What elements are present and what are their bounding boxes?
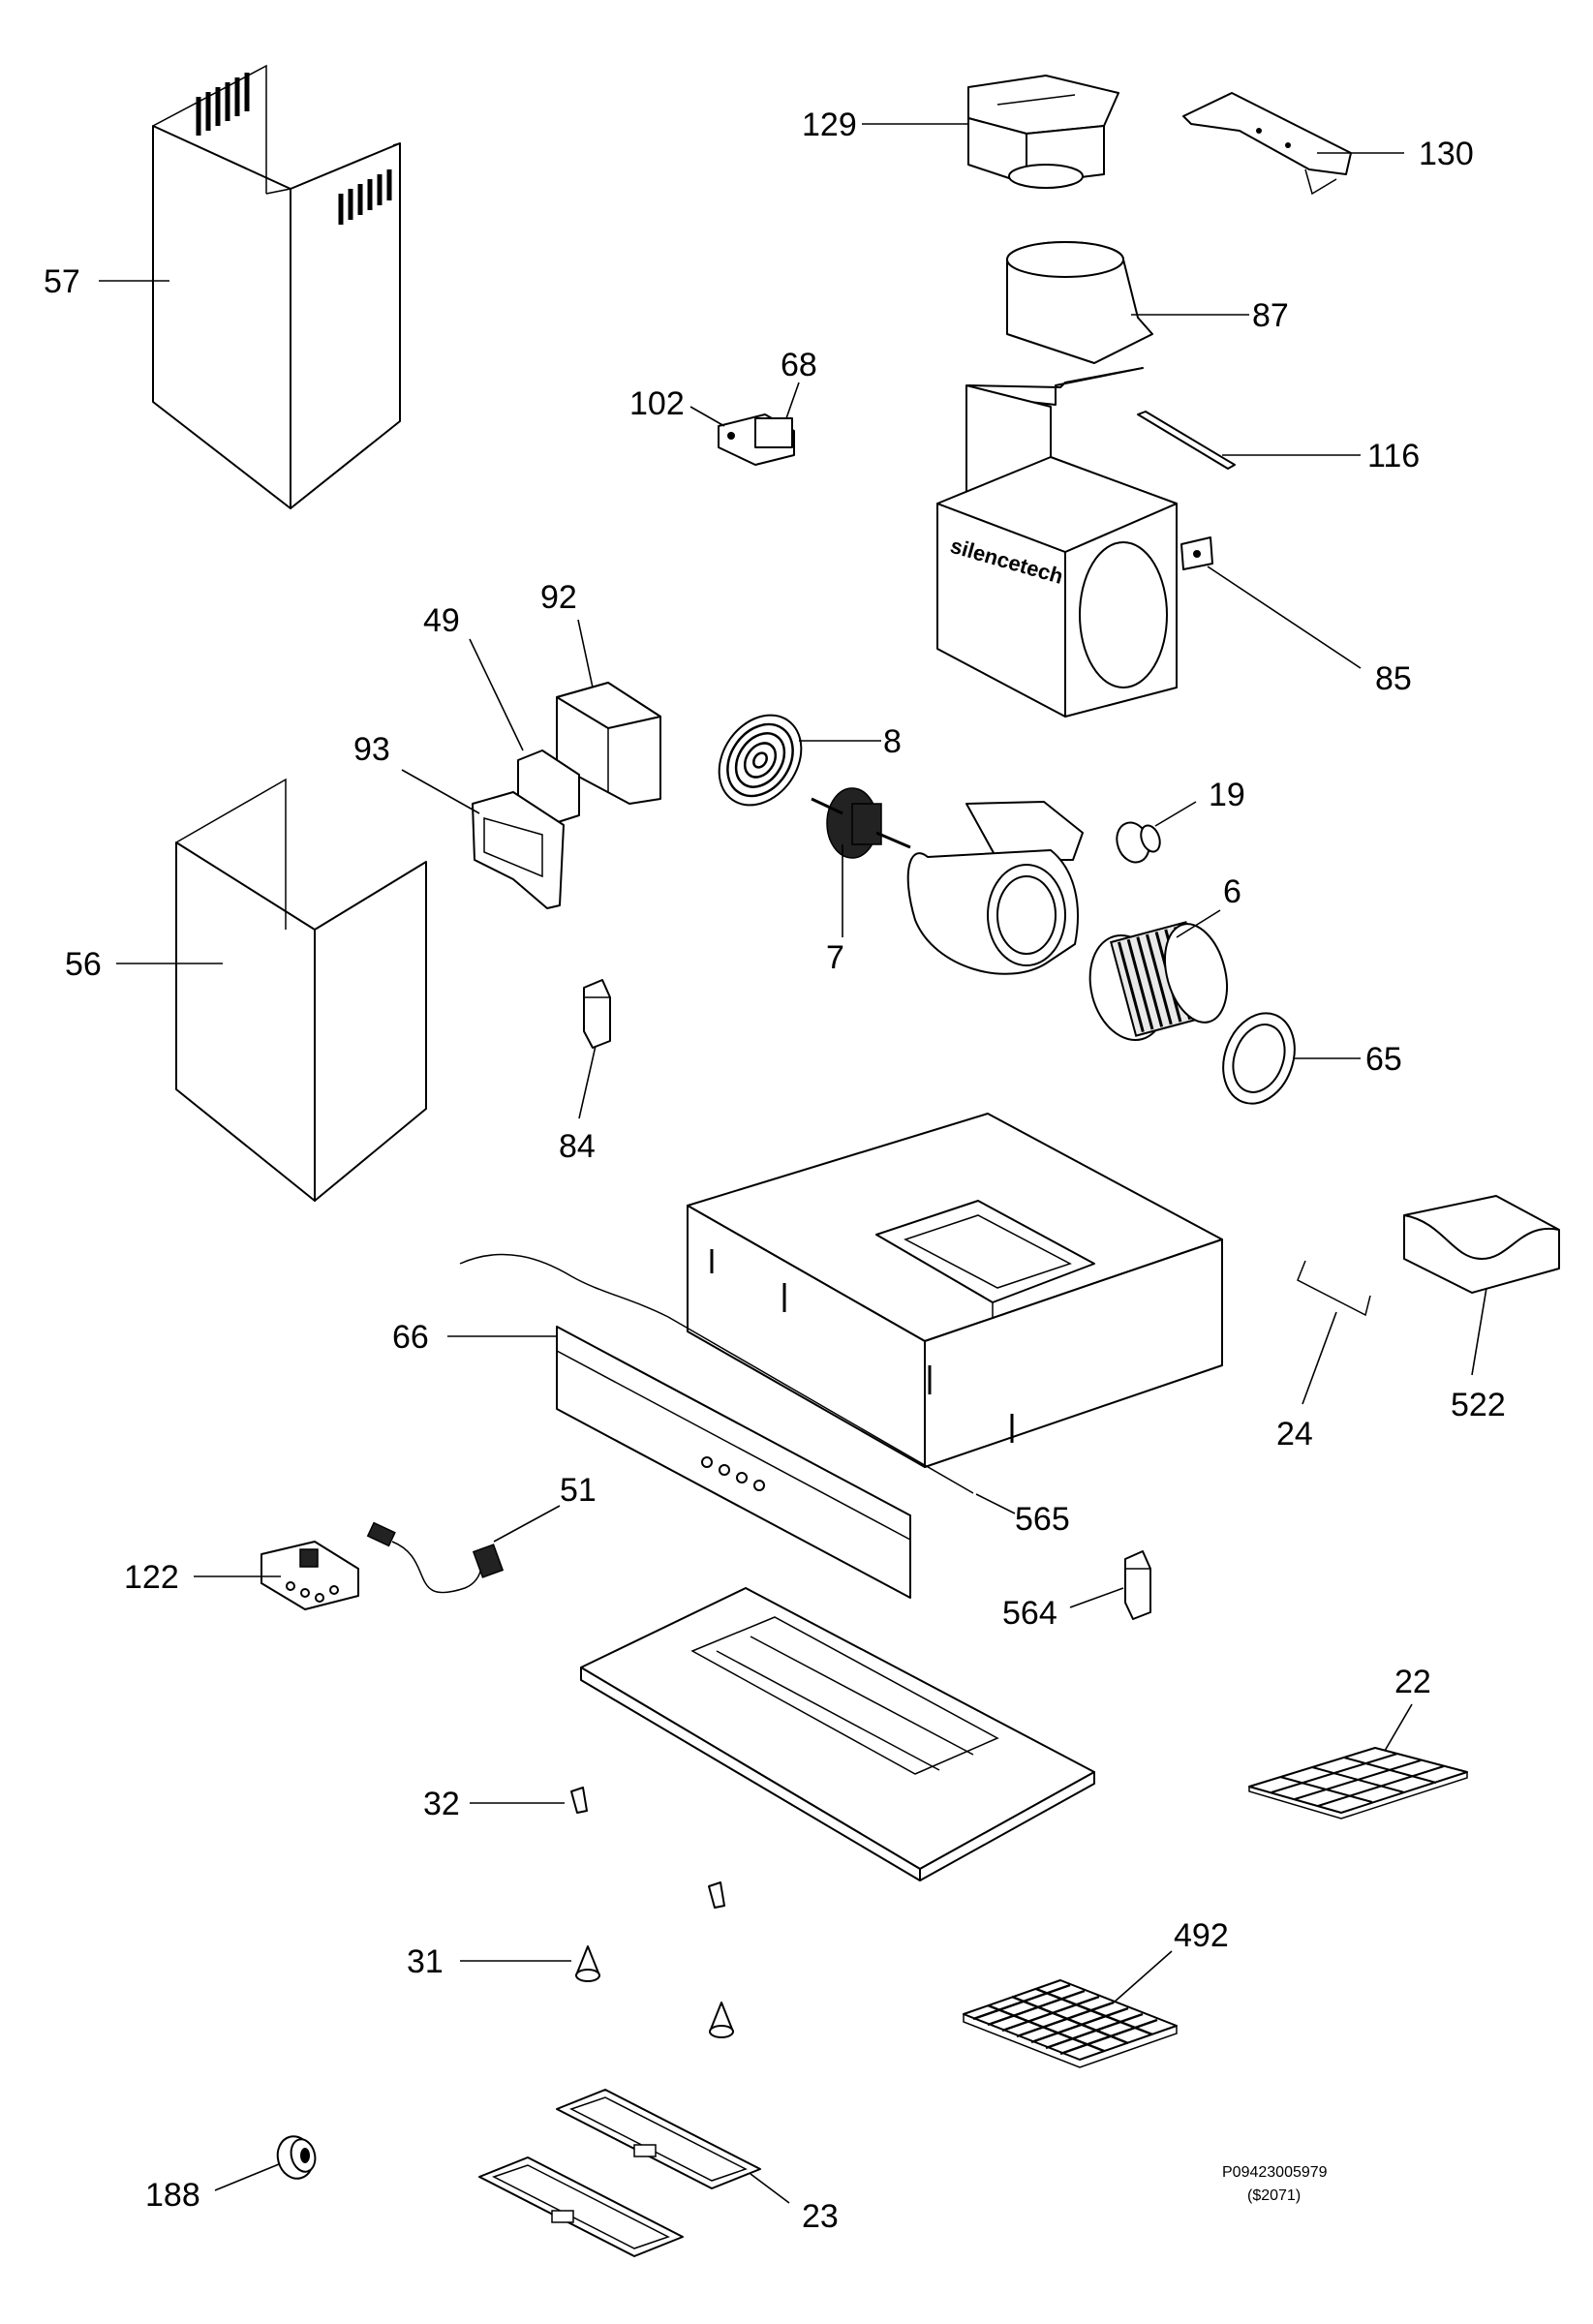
part-492-grid-filter <box>963 1979 1178 2068</box>
callout-8: 8 <box>883 723 902 760</box>
part-31-lamp <box>575 1945 600 1982</box>
callout-49: 49 <box>423 602 460 639</box>
part-65-ring <box>1222 1012 1296 1105</box>
callout-51: 51 <box>560 1472 597 1509</box>
callout-19: 19 <box>1209 777 1245 813</box>
callout-23: 23 <box>802 2198 839 2235</box>
callout-85: 85 <box>1375 660 1412 697</box>
part-7-motor <box>811 787 911 859</box>
callout-564: 564 <box>1002 1595 1057 1632</box>
part-blower-scroll <box>906 801 1084 975</box>
part-129-duct-connector <box>967 75 1119 189</box>
callout-122: 122 <box>124 1559 179 1596</box>
part-51-wire-harness <box>366 1521 505 1594</box>
callout-116: 116 <box>1367 438 1420 474</box>
callout-31: 31 <box>407 1943 444 1980</box>
part-85-clip <box>1180 536 1213 570</box>
part-bottom-pan <box>580 1587 1095 1881</box>
part-23-charcoal-filter-a <box>556 2089 761 2189</box>
callout-92: 92 <box>540 579 577 616</box>
part-19-capacitor <box>1116 821 1161 864</box>
callout-129: 129 <box>802 107 857 143</box>
part-56-lower-chimney <box>175 778 427 1202</box>
part-102-68-relay-bracket <box>718 413 795 466</box>
callout-6: 6 <box>1223 873 1241 910</box>
part-57-upper-chimney <box>152 64 401 509</box>
callout-130: 130 <box>1419 136 1474 172</box>
callout-93: 93 <box>353 731 390 768</box>
part-188-plug <box>276 2135 317 2180</box>
callout-22: 22 <box>1394 1664 1431 1700</box>
diagram-price: ($2071) <box>1247 2187 1301 2204</box>
callout-84: 84 <box>559 1128 596 1165</box>
part-22-grease-filter <box>1248 1747 1468 1819</box>
part-24-wire-clip <box>1297 1260 1371 1317</box>
callout-24: 24 <box>1276 1416 1313 1452</box>
part-blower-housing: silencetech <box>936 367 1178 718</box>
callout-68: 68 <box>781 347 817 383</box>
part-6-blower-wheel <box>1088 921 1228 1042</box>
callout-102: 102 <box>629 385 685 422</box>
part-522-recirculation-box <box>1403 1195 1560 1294</box>
diagram-code: P09423005979 <box>1222 2164 1328 2181</box>
callout-492: 492 <box>1174 1917 1229 1954</box>
callout-87: 87 <box>1252 297 1289 334</box>
part-130-bracket <box>1182 92 1352 196</box>
part-66-control-panel <box>556 1326 911 1599</box>
callout-565: 565 <box>1015 1501 1070 1538</box>
part-32-clip-b <box>708 1881 725 1909</box>
callout-57: 57 <box>44 263 80 300</box>
part-564-bulb-housing <box>1124 1550 1151 1620</box>
part-23-charcoal-filter-b <box>478 2156 684 2257</box>
part-32-clip <box>570 1787 588 1814</box>
callout-65: 65 <box>1365 1041 1402 1078</box>
callout-66: 66 <box>392 1319 429 1356</box>
callout-522: 522 <box>1451 1387 1506 1423</box>
callout-32: 32 <box>423 1786 460 1822</box>
callout-188: 188 <box>145 2177 200 2214</box>
callout-56: 56 <box>65 946 102 983</box>
callout-7: 7 <box>826 939 844 976</box>
part-92-control-box <box>556 682 661 805</box>
part-122-switch-block <box>260 1541 359 1610</box>
part-84-bulb-housing <box>583 979 611 1049</box>
part-87-round-collar <box>1006 241 1153 364</box>
part-8-motor-guard <box>718 714 803 807</box>
part-31-lamp-b <box>709 2002 734 2038</box>
part-93-circuit-board <box>472 791 565 909</box>
part-116-strip <box>1137 411 1236 470</box>
part-hood-body <box>687 1113 1223 1468</box>
